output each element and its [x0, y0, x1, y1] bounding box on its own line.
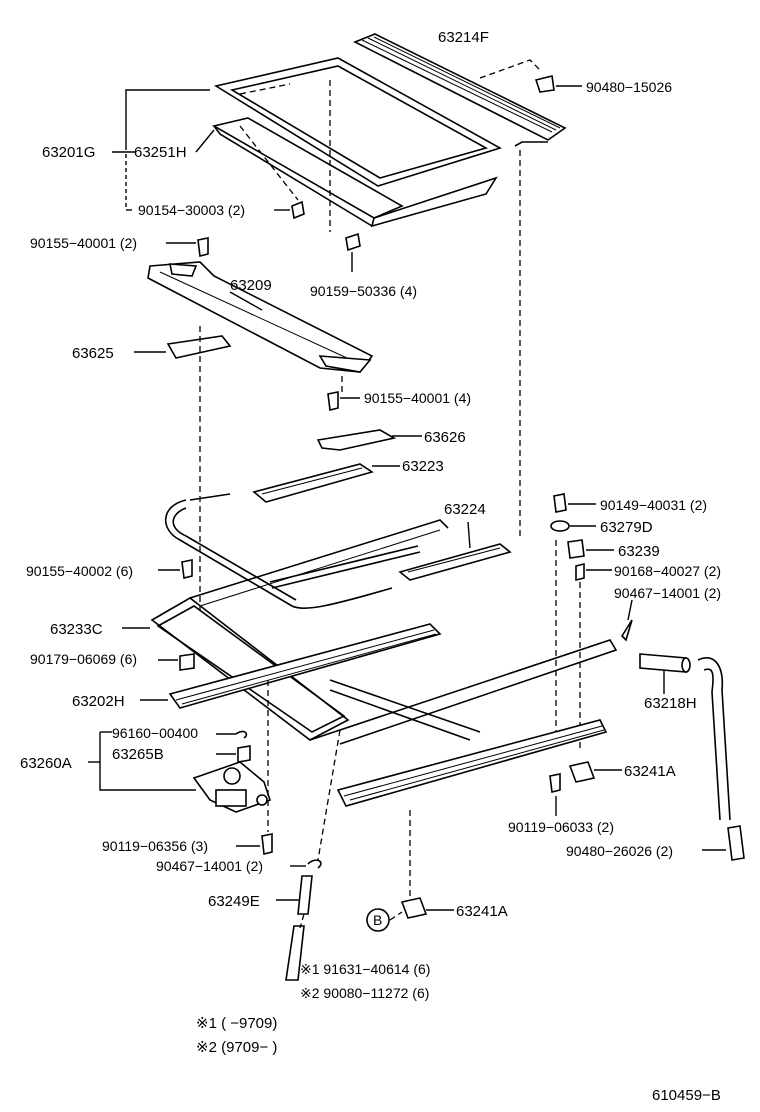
- label-63202H: 63202H: [72, 693, 125, 710]
- part-90149-bolt: [553, 493, 596, 513]
- part-90480-26026-clip: [702, 825, 745, 861]
- label-63233C: 63233C: [50, 621, 103, 638]
- part-96160-clip: [216, 730, 248, 739]
- part-63201G-glass: [213, 57, 503, 187]
- label-91631-40614: ※1 91631−40614 (6): [300, 961, 430, 977]
- label-63209: 63209: [230, 277, 272, 294]
- part-63214F-deflector: [353, 33, 567, 147]
- note-1: ※1 ( −9709): [196, 1015, 277, 1032]
- label-90179-06069: 90179−06069 (6): [30, 651, 137, 667]
- part-63265B-gear: [216, 745, 251, 763]
- part-63279D-washer: [550, 520, 596, 532]
- part-63260A-motor: [192, 761, 272, 813]
- part-90168-screw: [575, 562, 612, 582]
- part-63251H-weatherstrip: [211, 117, 498, 228]
- part-90467-14001-clip-a: [620, 599, 633, 642]
- part-90159-screw: [345, 232, 361, 272]
- label-63201G: 63201G: [42, 144, 95, 161]
- label-63241A-a: 63241A: [624, 763, 676, 780]
- part-63218H-hose: [639, 653, 691, 694]
- label-90480-26026: 90480−26026 (2): [566, 843, 673, 859]
- catalog-code: 610459−B: [652, 1087, 721, 1104]
- part-90155-40001-screw-a: [166, 237, 209, 257]
- label-63249E: 63249E: [208, 893, 260, 910]
- part-63202H-rail: [168, 623, 608, 807]
- label-90119-06356: 90119−06356 (3): [102, 838, 208, 854]
- part-90480-15026-clip: [534, 75, 582, 93]
- label-90159-50336: 90159−50336 (4): [310, 283, 417, 299]
- part-90119-06356-screw: [236, 833, 273, 855]
- part-63223-cable-guide: [164, 463, 400, 610]
- label-90168-40027: 90168−40027 (2): [614, 563, 721, 579]
- label-63265B: 63265B: [112, 746, 164, 763]
- label-63626: 63626: [424, 429, 466, 446]
- part-90155-40001-screw-b: [327, 391, 360, 411]
- label-90155-40001-a: 90155−40001 (2): [30, 235, 137, 251]
- part-63209-housing: [147, 261, 374, 373]
- circle-b-marker: [366, 908, 403, 932]
- label-90080-11272: ※2 90080−11272 (6): [300, 985, 429, 1001]
- label-90467-14001-b: 90467−14001 (2): [156, 858, 263, 874]
- part-63625-bracket: [134, 335, 232, 359]
- label-63251H: 63251H: [134, 144, 187, 161]
- label-90155-40001-b: 90155−40001 (4): [364, 390, 471, 406]
- label-90149-40031: 90149−40031 (2): [600, 497, 707, 513]
- label-90480-15026: 90480−15026: [586, 79, 672, 95]
- label-63625: 63625: [72, 345, 114, 362]
- label-63239: 63239: [618, 543, 660, 560]
- part-hose-rear: [697, 657, 731, 821]
- part-63626-bracket: [316, 429, 422, 451]
- label-96160-00400: 96160−00400: [112, 725, 198, 741]
- label-90155-40002: 90155−40002 (6): [26, 563, 133, 579]
- label-63260A: 63260A: [20, 755, 72, 772]
- label-63223: 63223: [402, 458, 444, 475]
- label-63224: 63224: [444, 501, 486, 518]
- part-63233C-frame: [150, 519, 618, 745]
- part-63241A-bracket-b: [400, 897, 454, 919]
- label-circle-b: B: [373, 912, 382, 928]
- label-63241A-b: 63241A: [456, 903, 508, 920]
- part-90155-40002-screw-c: [158, 559, 193, 579]
- part-63249E-hose: [276, 875, 313, 981]
- part-63239-clip: [567, 539, 614, 559]
- part-90467-14001-clip-b: [290, 859, 322, 869]
- label-90467-14001-a: 90467−14001 (2): [614, 585, 721, 601]
- label-90154-30003: 90154−30003 (2): [138, 202, 245, 218]
- part-63241A-bracket-a: [568, 761, 622, 783]
- label-63218H: 63218H: [644, 695, 697, 712]
- part-90154-screw: [274, 200, 305, 220]
- part-90119-06033-screw: [549, 773, 561, 816]
- label-90119-06033: 90119−06033 (2): [508, 819, 614, 835]
- part-90179-nut: [158, 653, 195, 671]
- label-63214F: 63214F: [438, 29, 489, 46]
- part-63224-cable: [269, 521, 512, 589]
- label-63279D: 63279D: [600, 519, 653, 536]
- note-2: ※2 (9709− ): [196, 1039, 277, 1056]
